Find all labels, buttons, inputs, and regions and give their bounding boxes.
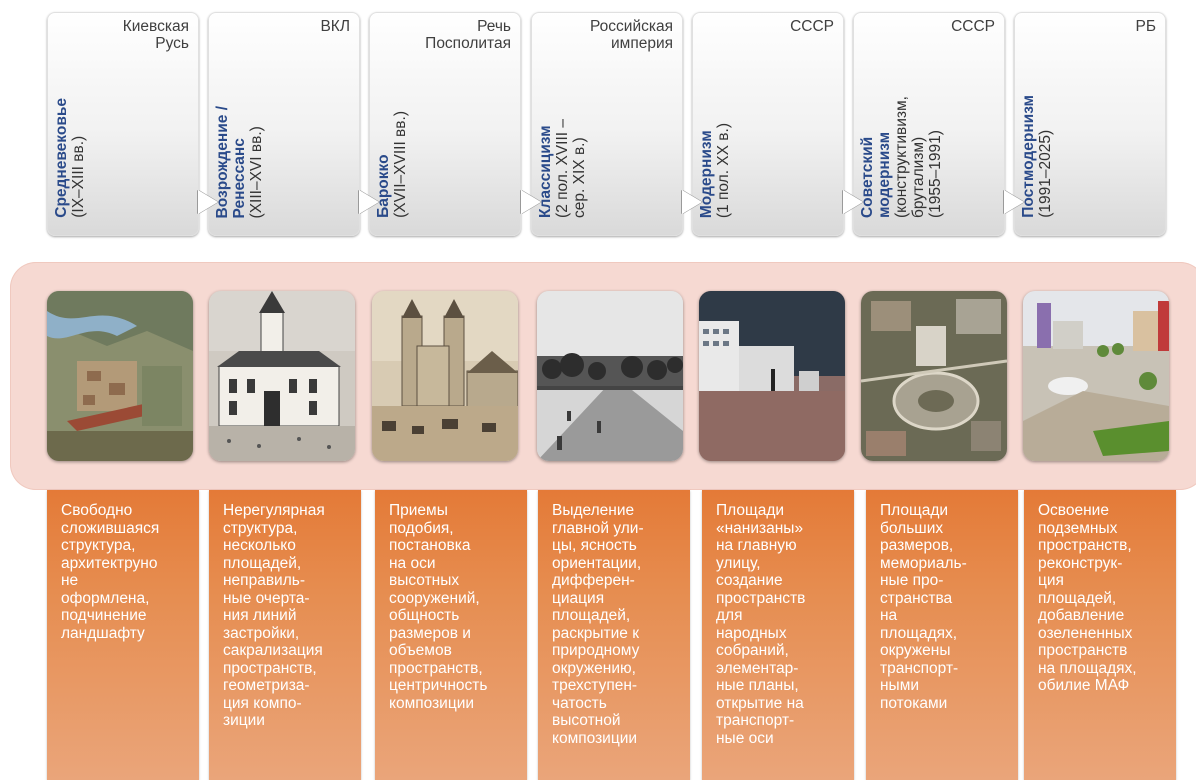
- state-label: СССР: [951, 18, 995, 35]
- description-panel-6: Освоение подземных пространств, реконстр…: [1024, 490, 1176, 780]
- header-card-1: ВКЛ Возрождение / Ренессанс (XIII–XVI вв…: [208, 12, 360, 236]
- period-dates: (1 пол. XX в.): [715, 122, 732, 218]
- classicism-street-image: [537, 291, 683, 461]
- medieval-fortress-model-image: [47, 291, 193, 461]
- header-card-3: Российская империя Классицизм (2 пол. XV…: [531, 12, 683, 236]
- period-dates: (конструктивизм, брутализм) (1955–1991): [893, 95, 944, 218]
- period-label: Средневековье (IX–XIII вв.): [53, 98, 87, 218]
- description-text: Выделение главной ули- цы, ясность ориен…: [552, 502, 644, 747]
- description-text: Площади больших размеров, мемориаль- ные…: [880, 502, 967, 712]
- description-text: Нерегулярная структура, несколько площад…: [223, 502, 325, 729]
- arrow-right-icon: [198, 190, 218, 214]
- modernism-square-image: [699, 291, 845, 461]
- state-label: СССР: [790, 18, 834, 35]
- period-dates: (1991–2025): [1037, 130, 1054, 218]
- period-label: Классицизм (2 пол. XVIII – сер. XIX в.): [537, 119, 588, 218]
- arrow-right-icon: [682, 190, 702, 214]
- arrow-right-icon: [521, 190, 541, 214]
- state-label: Российская империя: [590, 18, 673, 52]
- description-panel-3: Выделение главной ули- цы, ясность ориен…: [538, 490, 690, 780]
- state-label: Киевская Русь: [122, 18, 189, 52]
- description-panel-4: Площади «нанизаны» на главную улицу, соз…: [702, 490, 854, 780]
- state-label: Речь Посполитая: [425, 18, 511, 52]
- period-label: Советский модернизм (конструктивизм, бру…: [859, 96, 944, 218]
- period-label: Постмодернизм (1991–2025): [1020, 95, 1054, 218]
- period-label: Возрождение / Ренессанс (XIII–XVI вв.): [214, 106, 265, 218]
- period-dates: (IX–XIII вв.): [70, 136, 87, 218]
- period-title: Советский модернизм: [859, 131, 893, 218]
- period-title: Средневековье: [53, 98, 70, 218]
- period-dates: (XIII–XVI вв.): [248, 125, 265, 218]
- header-card-4: СССР Модернизм (1 пол. XX в.): [692, 12, 844, 236]
- soviet-modernism-aerial-image: [861, 291, 1007, 461]
- period-label: Модернизм (1 пол. XX в.): [698, 123, 732, 218]
- description-panel-2: Приемы подобия, постановка на оси высотн…: [375, 490, 527, 780]
- description-panel-1: Нерегулярная структура, несколько площад…: [209, 490, 361, 780]
- state-label: ВКЛ: [320, 18, 350, 35]
- period-title: Возрождение / Ренессанс: [214, 105, 248, 218]
- postmodern-square-image: [1023, 291, 1169, 461]
- period-dates: (2 пол. XVIII – сер. XIX в.): [554, 119, 588, 218]
- arrow-right-icon: [1004, 190, 1024, 214]
- description-text: Площади «нанизаны» на главную улицу, соз…: [716, 502, 806, 747]
- state-label: РБ: [1135, 18, 1156, 35]
- description-text: Освоение подземных пространств, реконстр…: [1038, 502, 1137, 694]
- description-panel-0: Свободно сложившаяся структура, архитект…: [47, 490, 199, 780]
- baroque-church-image: [372, 291, 518, 461]
- header-card-6: РБ Постмодернизм (1991–2025): [1014, 12, 1166, 236]
- header-card-2: Речь Посполитая Барокко (XVII–XVIII вв.): [369, 12, 521, 236]
- arrow-right-icon: [359, 190, 379, 214]
- arrow-right-icon: [843, 190, 863, 214]
- period-label: Барокко (XVII–XVIII вв.): [375, 111, 409, 218]
- description-text: Свободно сложившаяся структура, архитект…: [61, 502, 160, 642]
- header-card-5: СССР Советский модернизм (конструктивизм…: [853, 12, 1005, 236]
- period-dates: (XVII–XVIII вв.): [392, 111, 409, 218]
- renaissance-town-hall-image: [209, 291, 355, 461]
- description-panel-5: Площади больших размеров, мемориаль- ные…: [866, 490, 1018, 780]
- description-text: Приемы подобия, постановка на оси высотн…: [389, 502, 488, 712]
- header-card-0: Киевская Русь Средневековье (IX–XIII вв.…: [47, 12, 199, 236]
